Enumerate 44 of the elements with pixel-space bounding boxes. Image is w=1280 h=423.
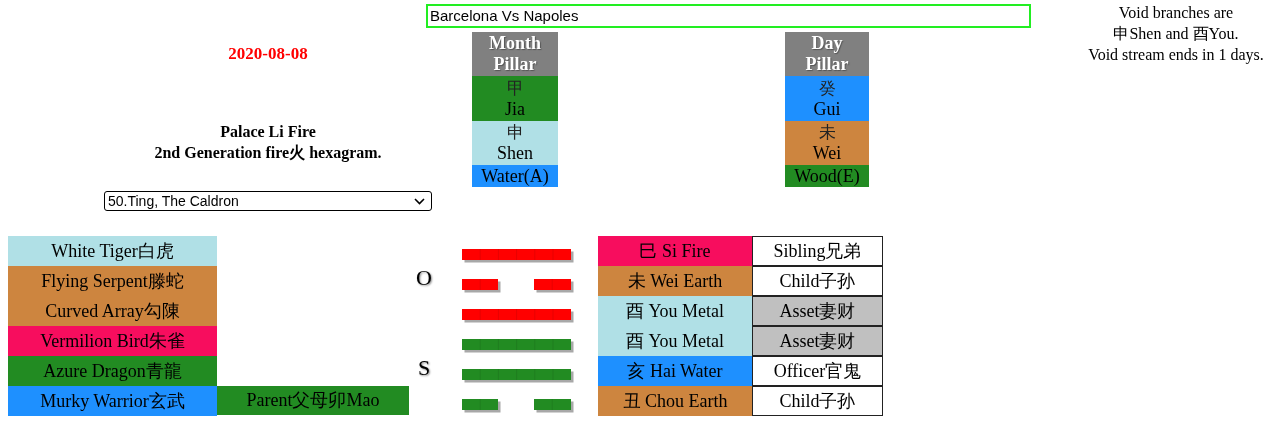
branch-cell xyxy=(785,121,869,165)
chinese-character: 甲 xyxy=(506,77,524,99)
spirit-cell: Flying Serpent滕蛇 xyxy=(8,266,217,296)
branch-cell xyxy=(472,121,558,165)
branch-cell: 巳 Si Fire xyxy=(598,236,752,266)
branch-cell: 酉 You Metal xyxy=(598,296,752,326)
pillar-header: Month Pillar xyxy=(472,32,558,76)
element-cell: Wood(E) xyxy=(785,165,869,187)
spirit-cell: Murky Warrior玄武 xyxy=(8,386,217,416)
relation-cell: Asset妻财 xyxy=(752,296,883,326)
text-input: Barcelona Vs Napoles xyxy=(426,4,1031,28)
void-stream-note: Void stream ends in 1 days. xyxy=(1088,45,1264,65)
branch-cell: 酉 You Metal xyxy=(598,326,752,356)
spirit-cell: Azure Dragon青龍 xyxy=(8,356,217,386)
romanized-name: Shen xyxy=(497,143,533,164)
chinese-character: 未 xyxy=(818,122,836,143)
pillar-header: Day Pillar xyxy=(785,32,869,76)
romanized-name: Wei xyxy=(812,143,842,164)
stem-cell xyxy=(472,76,558,121)
palace-heading: Palace Li Fire xyxy=(220,122,316,142)
branch-cell: 未 Wei Earth xyxy=(598,266,752,296)
line-marker: S xyxy=(417,357,431,378)
stem-cell xyxy=(785,76,869,121)
hidden-relation-cell: Parent父母卯Mao xyxy=(217,386,409,415)
chinese-character: 癸 xyxy=(818,77,836,99)
relation-cell: Child子孙 xyxy=(752,386,883,416)
romanized-name: Gui xyxy=(813,98,841,120)
element-cell: Water(A) xyxy=(472,165,558,187)
branch-cell: 亥 Hai Water xyxy=(598,356,752,386)
relation-cell: Asset妻财 xyxy=(752,326,883,356)
line-marker: O xyxy=(416,267,432,288)
dropdown-select: 50.Ting, The Caldron xyxy=(104,191,432,211)
relation-cell: Officer官鬼 xyxy=(752,356,883,386)
date-text: 2020-08-08 xyxy=(228,43,308,64)
spirit-cell: Curved Array勾陳 xyxy=(8,296,217,326)
generation-heading: 2nd Generation fire火 hexagram. xyxy=(154,143,382,163)
branch-cell: 丑 Chou Earth xyxy=(598,386,752,416)
spirit-cell: Vermilion Bird朱雀 xyxy=(8,326,217,356)
spirit-cell: White Tiger白虎 xyxy=(8,236,217,266)
relation-cell: Child子孙 xyxy=(752,266,883,296)
chinese-character: 申 xyxy=(506,122,524,143)
romanized-name: Jia xyxy=(505,98,525,120)
relation-cell: Sibling兄弟 xyxy=(752,236,883,266)
void-branches-note: Void branches are 申Shen and 酉You. xyxy=(1112,3,1240,44)
